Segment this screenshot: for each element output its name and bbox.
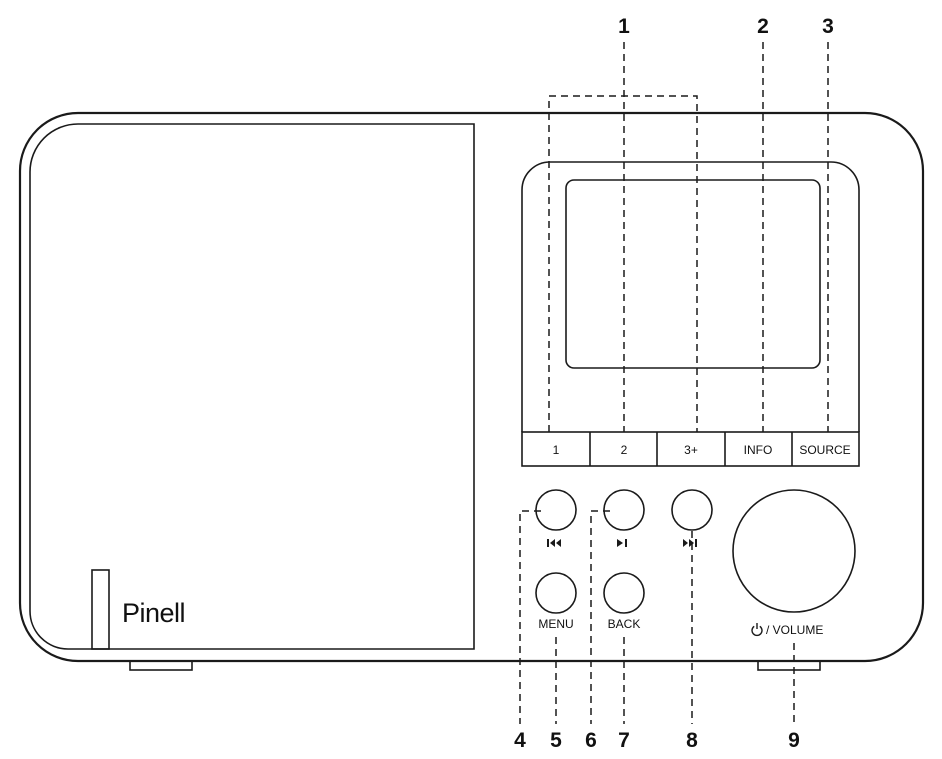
leader-line-4 bbox=[519, 510, 541, 724]
volume-knob[interactable] bbox=[732, 489, 856, 613]
button-row bbox=[521, 431, 860, 467]
leader-line-1 bbox=[548, 95, 698, 432]
menu-button[interactable] bbox=[535, 572, 577, 614]
source-label: SOURCE bbox=[799, 443, 850, 457]
back-button[interactable] bbox=[603, 572, 645, 614]
back-label: BACK bbox=[608, 617, 641, 631]
preset-1-label: 1 bbox=[553, 443, 560, 457]
preset-1-button[interactable]: 1 bbox=[553, 443, 560, 457]
display-screen bbox=[565, 179, 821, 369]
callout-3: 3 bbox=[822, 15, 834, 38]
preset-3plus-label: 3+ bbox=[684, 443, 698, 457]
menu-label: MENU bbox=[538, 617, 573, 631]
source-button[interactable]: SOURCE bbox=[799, 443, 850, 457]
info-label: INFO bbox=[744, 443, 773, 457]
display-bezel bbox=[521, 161, 860, 432]
callout-9: 9 bbox=[788, 729, 800, 752]
brand-strip bbox=[91, 569, 110, 650]
brand-logo: Pinell bbox=[122, 598, 185, 628]
radio-body-inner bbox=[29, 123, 475, 650]
callout-1: 1 bbox=[618, 15, 630, 38]
preset-2-button[interactable]: 2 bbox=[621, 443, 628, 457]
callout-6: 6 bbox=[585, 729, 597, 752]
skip-previous-icon bbox=[547, 539, 561, 547]
play-pause-icon bbox=[617, 539, 627, 547]
previous-button[interactable] bbox=[535, 489, 577, 531]
callout-4: 4 bbox=[514, 729, 526, 752]
play-pause-button[interactable] bbox=[603, 489, 645, 531]
leader-line-6 bbox=[590, 510, 610, 724]
volume-label: / VOLUME bbox=[766, 623, 823, 637]
info-button[interactable]: INFO bbox=[744, 443, 773, 457]
preset-3plus-button[interactable]: 3+ bbox=[684, 443, 698, 457]
preset-2-label: 2 bbox=[621, 443, 628, 457]
callout-7: 7 bbox=[618, 729, 630, 752]
callout-5: 5 bbox=[550, 729, 562, 752]
callout-2: 2 bbox=[757, 15, 769, 38]
callout-8: 8 bbox=[686, 729, 698, 752]
next-button[interactable] bbox=[671, 489, 713, 531]
power-icon bbox=[751, 623, 763, 637]
